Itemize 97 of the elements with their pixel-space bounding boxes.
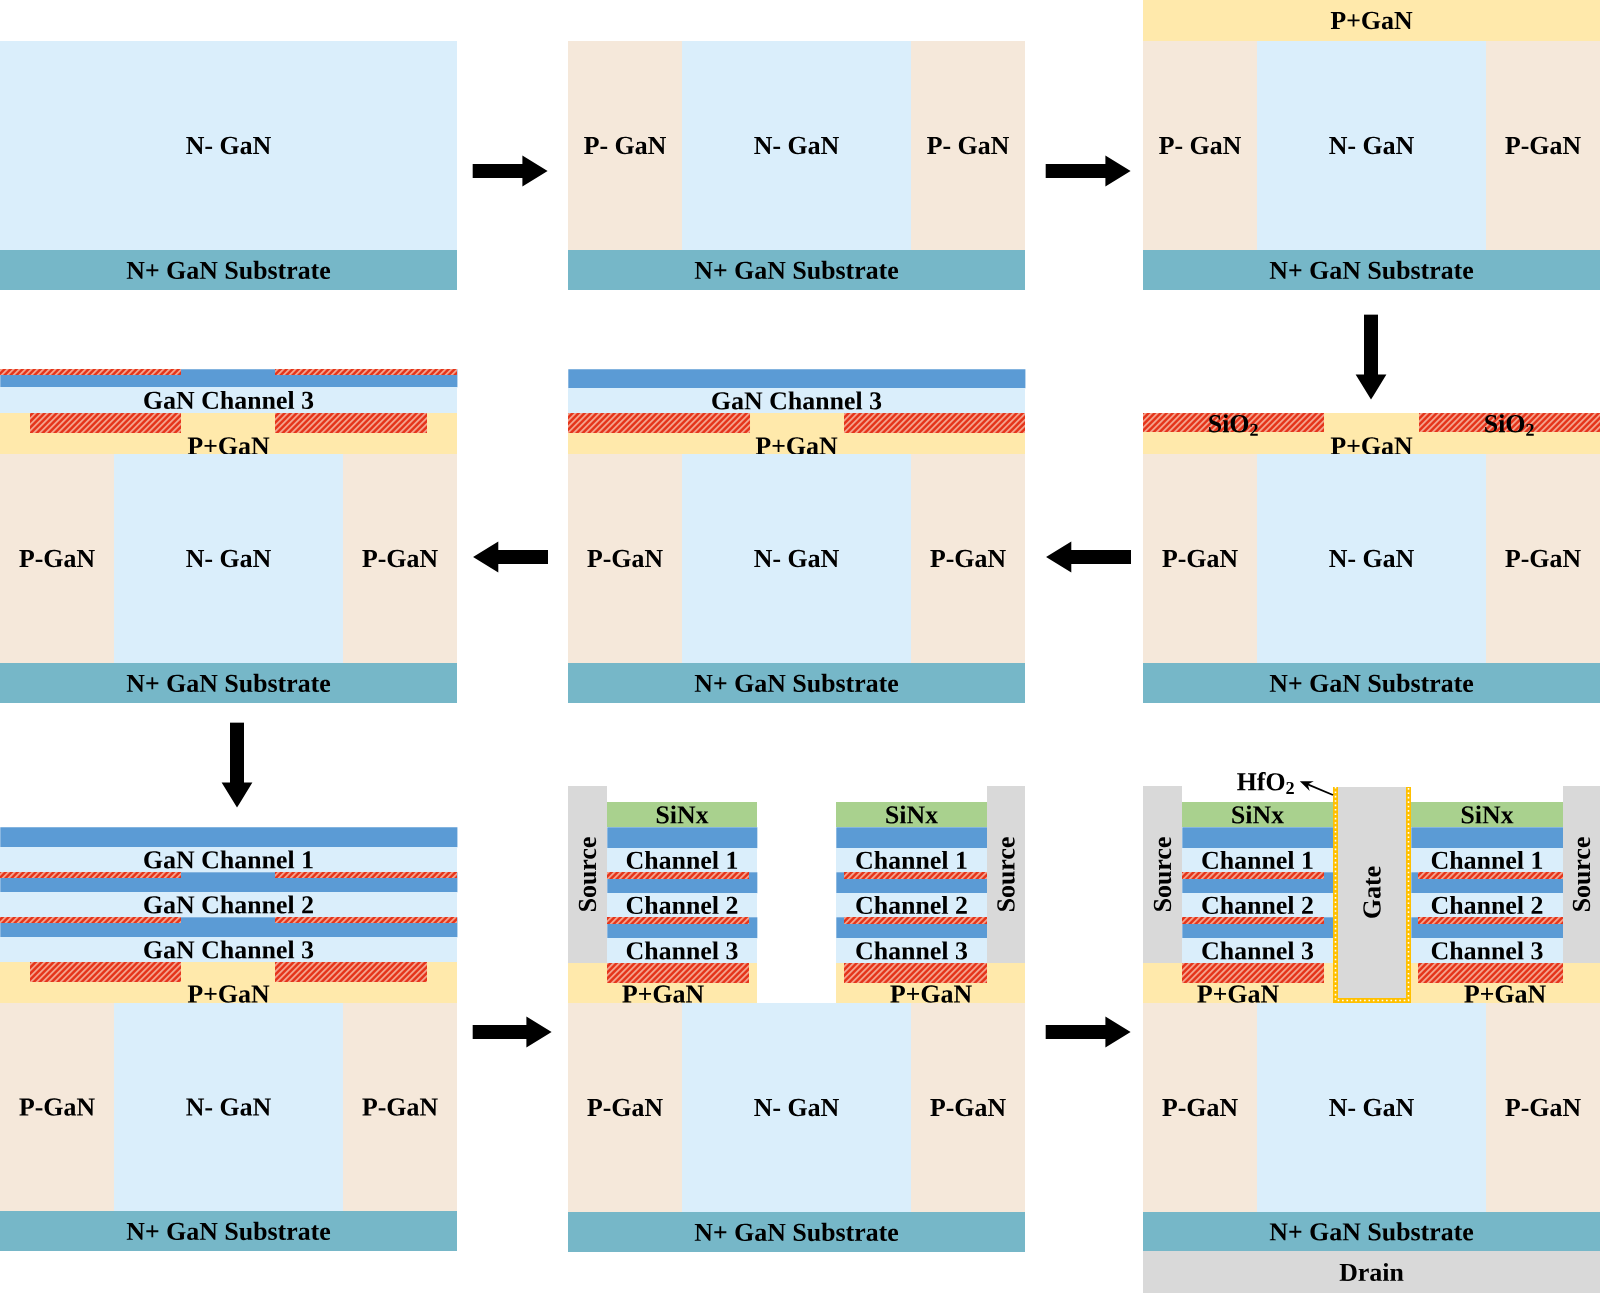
cross-section — [0, 41, 457, 290]
cross-section — [1143, 0, 1600, 290]
layer-band — [1411, 917, 1564, 939]
channel-layer: GaN Channel 3 — [0, 387, 457, 413]
p-type-region: P-GaN — [568, 454, 682, 663]
layer-band — [1182, 917, 1334, 939]
cross-section — [0, 827, 458, 1251]
p-type-region: P- GaN — [911, 41, 1025, 250]
p-plus-layer: P+GaN — [836, 963, 1025, 1003]
channel-layer: Channel 2 — [836, 893, 987, 917]
channel-layer: Channel 2 — [1411, 893, 1563, 917]
channel-layer: Channel 1 — [607, 848, 757, 872]
p-type-region: P-GaN — [343, 454, 457, 663]
layer-band — [836, 827, 988, 849]
cross-section — [568, 369, 1026, 703]
layer-band — [1411, 872, 1564, 894]
electrode: Source — [1563, 786, 1600, 963]
substrate-layer: N+ GaN Substrate — [568, 1212, 1025, 1252]
passivation-layer: SiNx — [1182, 802, 1333, 827]
channel-layer: Channel 3 — [836, 938, 987, 963]
channel-layer: Channel 2 — [1182, 893, 1333, 917]
layer-band — [0, 917, 458, 938]
substrate-layer: N+ GaN Substrate — [568, 663, 1025, 703]
n-type-region: N- GaN — [1257, 41, 1486, 250]
p-plus-layer: P+GaN — [0, 962, 457, 1003]
layer-band — [1182, 872, 1334, 894]
cross-section — [0, 369, 458, 703]
substrate-layer: N+ GaN Substrate — [1143, 250, 1600, 290]
n-type-region: N- GaN — [682, 41, 911, 250]
n-type-region: N- GaN — [114, 454, 343, 663]
oxide-layer: SiO$_{2}$ — [1419, 413, 1600, 436]
electrode: Source — [1143, 786, 1182, 963]
layer-band — [1182, 827, 1334, 849]
p-type-region: P-GaN — [1486, 41, 1600, 250]
channel-layer: GaN Channel 3 — [568, 388, 1025, 413]
p-type-region: P-GaN — [1143, 1003, 1257, 1212]
channel-layer: Channel 1 — [836, 848, 987, 872]
layer-band — [836, 872, 988, 894]
p-type-region: P- GaN — [568, 41, 682, 250]
n-type-region: N- GaN — [682, 454, 911, 663]
substrate-layer: N+ GaN Substrate — [0, 663, 457, 703]
passivation-layer: SiNx — [607, 802, 757, 827]
p-type-region: P-GaN — [568, 1003, 682, 1212]
layer-band — [607, 827, 758, 849]
p-plus-layer: P+GaN — [568, 413, 1025, 455]
channel-layer: Channel 3 — [1182, 938, 1333, 963]
p-plus-layer: P+GaN — [568, 963, 757, 1003]
channel-layer: Channel 2 — [607, 893, 757, 917]
electrode: Drain — [1143, 1251, 1600, 1293]
substrate-layer: N+ GaN Substrate — [1143, 663, 1600, 703]
p-type-region: P-GaN — [0, 1003, 114, 1211]
p-type-region: P-GaN — [0, 454, 114, 663]
p-plus-layer: P+GaN — [1411, 963, 1600, 1003]
channel-layer: Channel 1 — [1182, 848, 1333, 872]
p-type-region: P-GaN — [1143, 454, 1257, 663]
passivation-layer: SiNx — [836, 802, 987, 827]
oxide-layer: SiO$_{2}$ — [1143, 413, 1324, 436]
p-type-region: P-GaN — [343, 1003, 457, 1211]
channel-layer: GaN Channel 3 — [0, 937, 457, 962]
passivation-layer: SiNx — [1411, 802, 1563, 827]
p-plus-layer: P+GaN — [1143, 0, 1600, 41]
channel-layer: GaN Channel 2 — [0, 892, 457, 917]
n-type-region: N- GaN — [1257, 454, 1486, 663]
p-type-region: P-GaN — [1486, 1003, 1600, 1212]
substrate-layer: N+ GaN Substrate — [0, 250, 457, 290]
layer-band — [836, 917, 988, 939]
layer-band — [568, 369, 1026, 389]
electrode: Gate — [1338, 787, 1406, 998]
n-type-region: N- GaN — [682, 1003, 911, 1212]
substrate-layer: N+ GaN Substrate — [0, 1211, 457, 1251]
electrode: Source — [568, 786, 607, 963]
cross-section — [1143, 413, 1600, 703]
p-plus-layer: P+GaN — [0, 413, 457, 455]
p-type-region: P-GaN — [911, 454, 1025, 663]
n-type-region: N- GaN — [1257, 1003, 1486, 1212]
channel-layer: Channel 3 — [607, 938, 757, 963]
p-type-region: P-GaN — [911, 1003, 1025, 1212]
n-type-region: N- GaN — [0, 41, 457, 250]
callout-label: HfO$_{2}$ — [1237, 772, 1294, 794]
p-type-region: P- GaN — [1143, 41, 1257, 250]
layer-band — [0, 872, 458, 893]
substrate-layer: N+ GaN Substrate — [1143, 1212, 1600, 1251]
p-type-region: P-GaN — [1486, 454, 1600, 663]
channel-layer: GaN Channel 1 — [0, 847, 457, 872]
channel-layer: Channel 1 — [1411, 848, 1563, 872]
p-plus-layer: P+GaN — [1143, 963, 1333, 1003]
cross-section — [568, 786, 1025, 1252]
n-type-region: N- GaN — [114, 1003, 343, 1211]
substrate-layer: N+ GaN Substrate — [568, 250, 1025, 290]
layer-band — [0, 827, 458, 848]
layer-band — [607, 917, 758, 939]
channel-layer: Channel 3 — [1411, 938, 1563, 963]
layer-band — [0, 369, 458, 388]
layer-band — [607, 872, 758, 894]
electrode: Source — [987, 786, 1025, 963]
cross-section — [568, 41, 1025, 290]
layer-band — [1411, 827, 1564, 849]
